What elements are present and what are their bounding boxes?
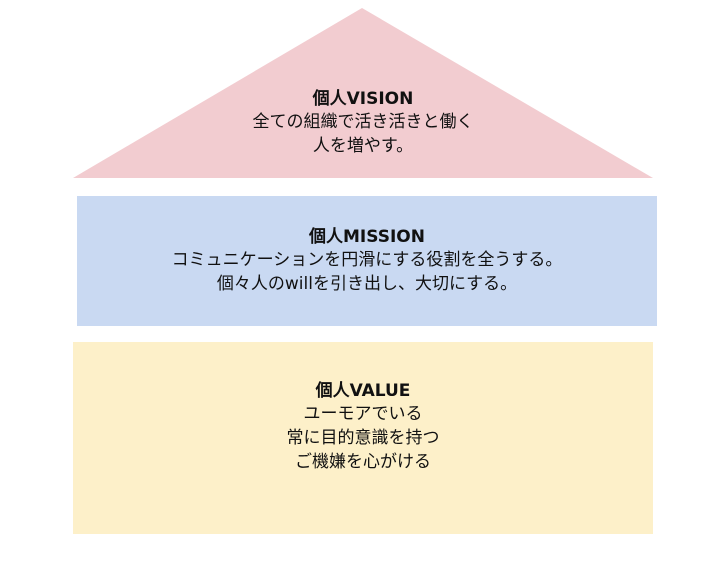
vision-line: 人を増やす。 bbox=[312, 136, 414, 156]
value-title: 個人VALUE bbox=[315, 381, 411, 401]
value-line: ユーモアでいる bbox=[303, 404, 423, 424]
value-line: ご機嫌を心がける bbox=[295, 452, 431, 472]
vision-line: 全ての組織で活き活きと働く bbox=[252, 112, 474, 132]
vision-title: 個人VISION bbox=[312, 89, 414, 109]
mission-line: 個々人のwillを引き出し、大切にする。 bbox=[216, 274, 518, 294]
mission-line: コミュニケーションを円滑にする役割を全うする。 bbox=[171, 250, 563, 270]
value-section: 個人VALUE ユーモアでいる 常に目的意識を持つ ご機嫌を心がける bbox=[73, 342, 653, 534]
vision-roof-shape bbox=[73, 8, 653, 178]
mission-section: 個人MISSION コミュニケーションを円滑にする役割を全うする。 個々人のwi… bbox=[77, 196, 657, 326]
value-line: 常に目的意識を持つ bbox=[286, 428, 440, 448]
mission-title: 個人MISSION bbox=[309, 227, 425, 247]
vision-section: 個人VISION 全ての組織で活き活きと働く 人を増やす。 bbox=[150, 88, 576, 158]
